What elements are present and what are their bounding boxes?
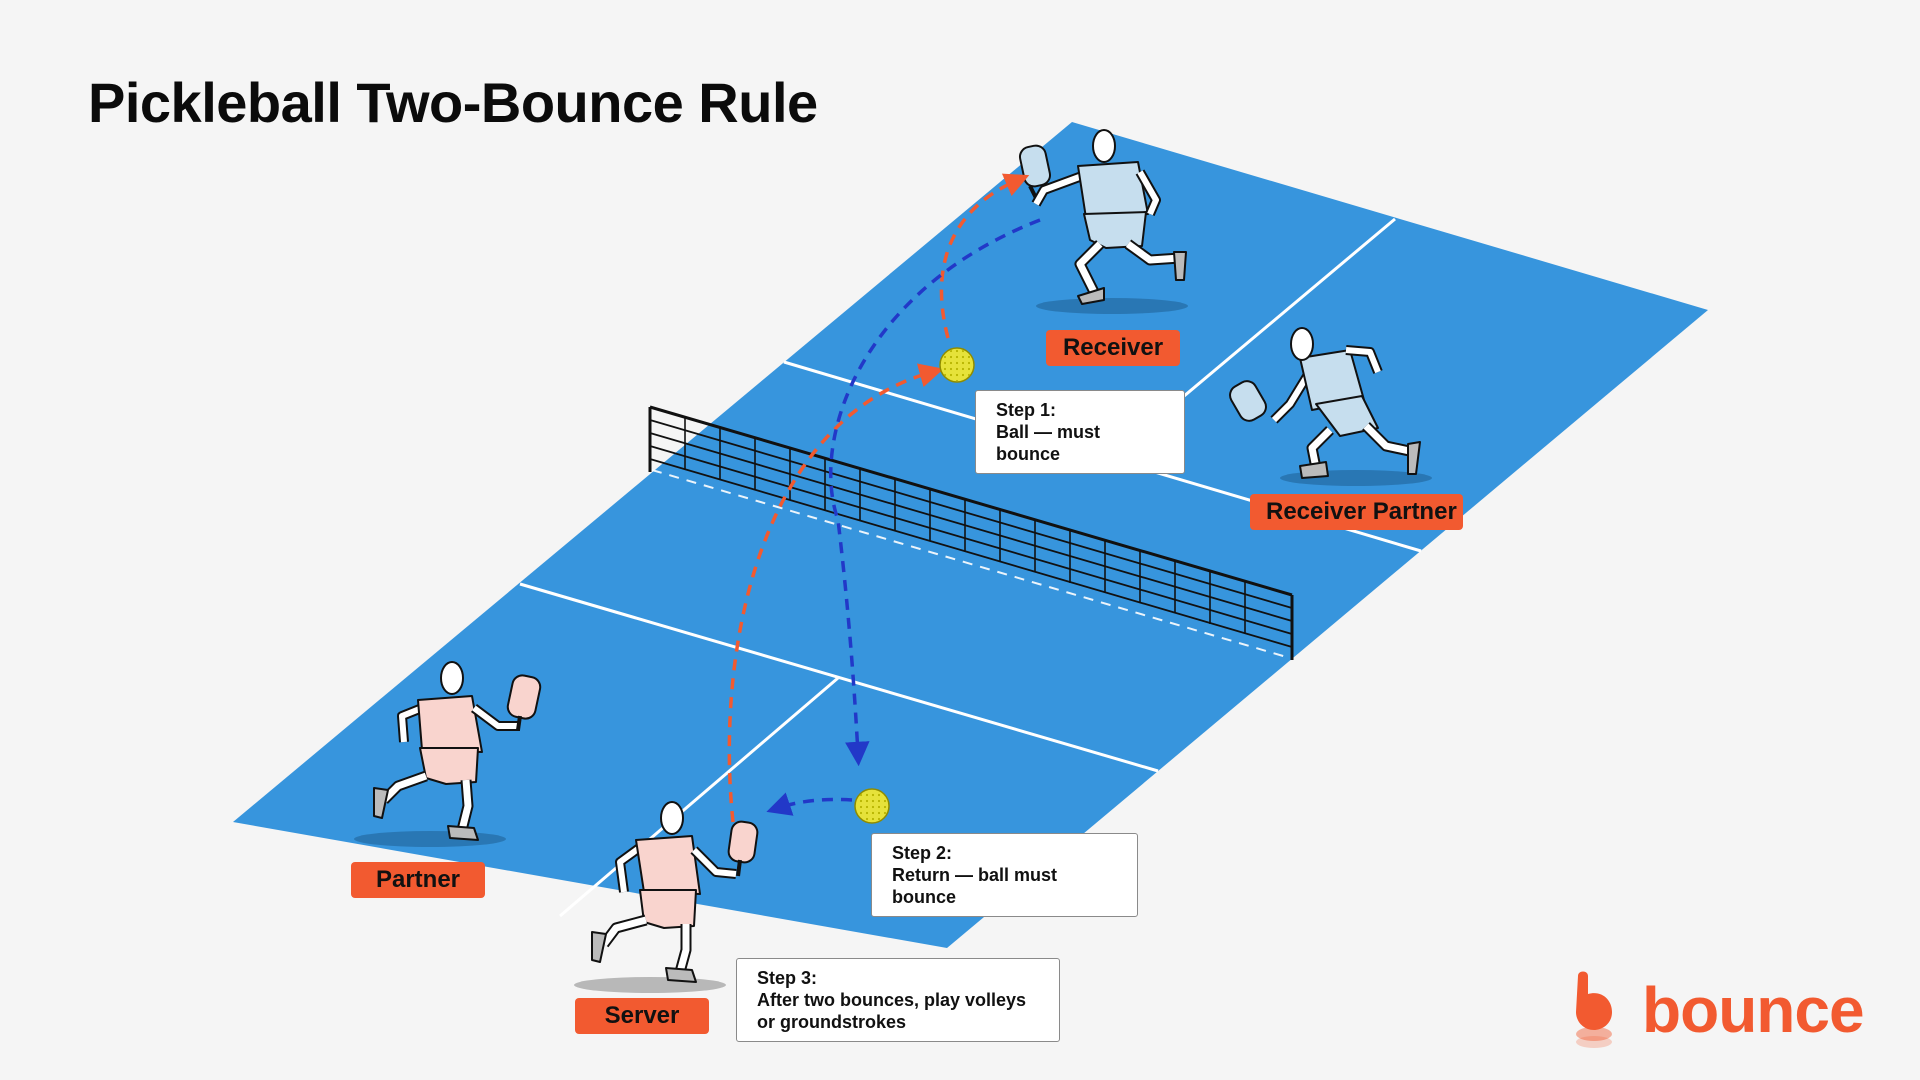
step-3-text-line-2: or groundstrokes — [757, 1012, 907, 1032]
receiver-partner-figure — [1229, 327, 1421, 479]
serve-path — [727, 363, 944, 823]
page-title: Pickleball Two-Bounce Rule — [88, 71, 818, 134]
step-1-text: Ball — must bounce — [996, 422, 1101, 464]
near-kitchen-line — [519, 582, 1159, 773]
serve-bounce-path — [939, 173, 1030, 339]
net-shadow-line — [651, 469, 1291, 659]
partner-figure — [373, 661, 542, 841]
server-figure — [591, 801, 759, 983]
bounce-logo-text: bounce — [1642, 974, 1865, 1046]
step-1-heading: Step 1: — [996, 400, 1057, 420]
server-shadow — [574, 977, 726, 993]
return-bounce-path — [766, 792, 853, 816]
receiver-label: Receiver — [1046, 330, 1180, 366]
step-1-callout: Step 1: Ball — must bounce — [975, 390, 1185, 474]
bounce-logo-icon — [1576, 971, 1612, 1048]
partner-label: Partner — [351, 862, 485, 898]
step-2-heading: Step 2: — [892, 843, 953, 863]
step-2-text: Return — ball must bounce — [892, 865, 1058, 907]
step-3-heading: Step 3: — [757, 968, 818, 988]
receiver-partner-label: Receiver Partner — [1250, 494, 1463, 530]
step-2-callout: Step 2: Return — ball must bounce — [871, 833, 1138, 917]
pickleball-icon — [939, 347, 975, 383]
court-surface — [233, 122, 1708, 948]
near-center-line — [559, 676, 839, 918]
server-label: Server — [575, 998, 709, 1034]
net — [648, 405, 1294, 660]
step-3-callout: Step 3: After two bounces, play volleys … — [736, 958, 1060, 1042]
step-3-text-line-1: After two bounces, play volleys — [757, 990, 1027, 1010]
player-shadows — [354, 298, 1432, 847]
pickleball-icon — [854, 788, 890, 824]
return-path — [829, 218, 1041, 767]
bounce-logo: bounce — [1572, 970, 1865, 1050]
